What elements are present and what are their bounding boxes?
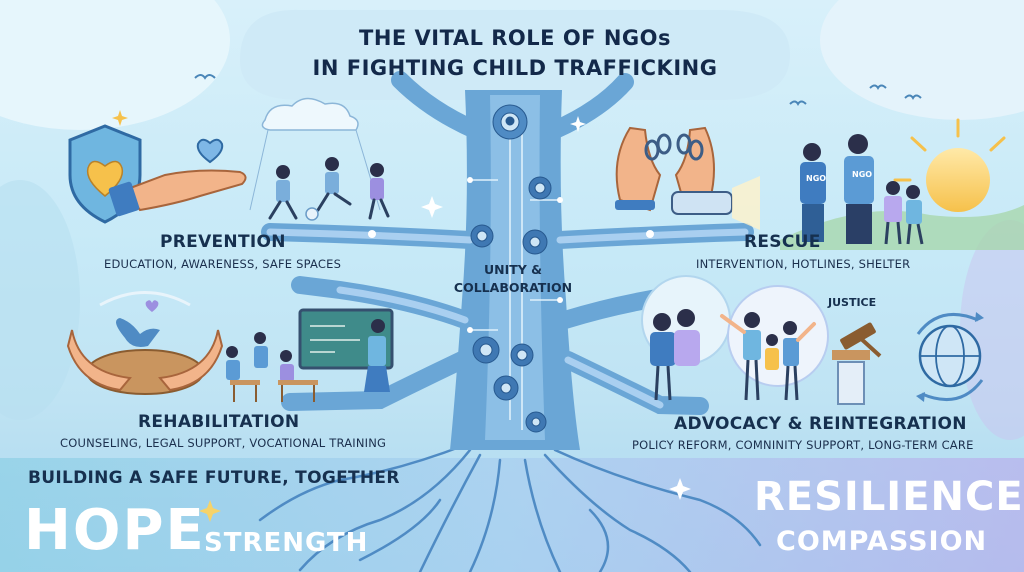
value-word-strength: STRENGTH — [204, 528, 369, 558]
title-line-2: IN FIGHTING CHILD TRAFFICKING — [312, 56, 718, 80]
center-label-line-2: COLLABORATION — [453, 280, 573, 295]
sparkle-icons — [112, 110, 691, 522]
bottom-band — [0, 458, 1024, 572]
flashlight-icon — [671, 176, 760, 230]
rescue-title: RESCUE — [744, 232, 821, 252]
title-cloud — [240, 9, 790, 100]
ngo-shirt-label-2: NGO — [852, 170, 873, 179]
tree-of-support — [258, 71, 762, 572]
nest-bird-hands-icon — [66, 291, 224, 395]
center-label-line-1: UNITY & — [483, 262, 543, 277]
rehabilitation-subtitle: COUNSELING, LEGAL SUPPORT, VOCATIONAL TR… — [60, 436, 387, 450]
family-reunion-illustration — [641, 275, 829, 401]
broken-chain-hands-icon — [615, 126, 715, 212]
rescue-subtitle: INTERVENTION, HOTLINES, SHELTER — [696, 257, 911, 271]
sunrise-illustration — [780, 118, 1024, 250]
advocacy-title: ADVOCACY & REINTEGRATION — [674, 414, 967, 434]
value-word-resilience: RESILIENCE — [754, 474, 1024, 520]
globe-cycle-icon — [916, 312, 984, 402]
birds-icon — [194, 74, 922, 106]
justice-label: JUSTICE — [828, 296, 877, 309]
title-line-1: THE VITAL ROLE OF NGOs — [359, 26, 671, 50]
advocacy-subtitle: POLICY REFORM, COMNINITY SUPPORT, LONG-T… — [632, 438, 974, 452]
ngo-workers-family-illustration — [800, 134, 924, 245]
tagline: BUILDING A SAFE FUTURE, TOGETHER — [28, 468, 400, 488]
ngo-shirt-label-1: NGO — [806, 174, 827, 183]
gavel-icon — [832, 322, 882, 405]
prevention-subtitle: EDUCATION, AWARENESS, SAFE SPACES — [104, 257, 342, 271]
heart-icon — [196, 138, 224, 164]
rehabilitation-title: REHABILITATION — [138, 412, 300, 432]
gear-icons — [470, 104, 552, 433]
helping-hand-icon — [108, 169, 247, 217]
classroom-illustration — [226, 308, 394, 402]
value-word-hope: HOPE — [24, 498, 206, 563]
playing-children-illustration — [249, 97, 390, 221]
prevention-title: PREVENTION — [160, 232, 286, 252]
value-word-compassion: COMPASSION — [776, 526, 988, 557]
